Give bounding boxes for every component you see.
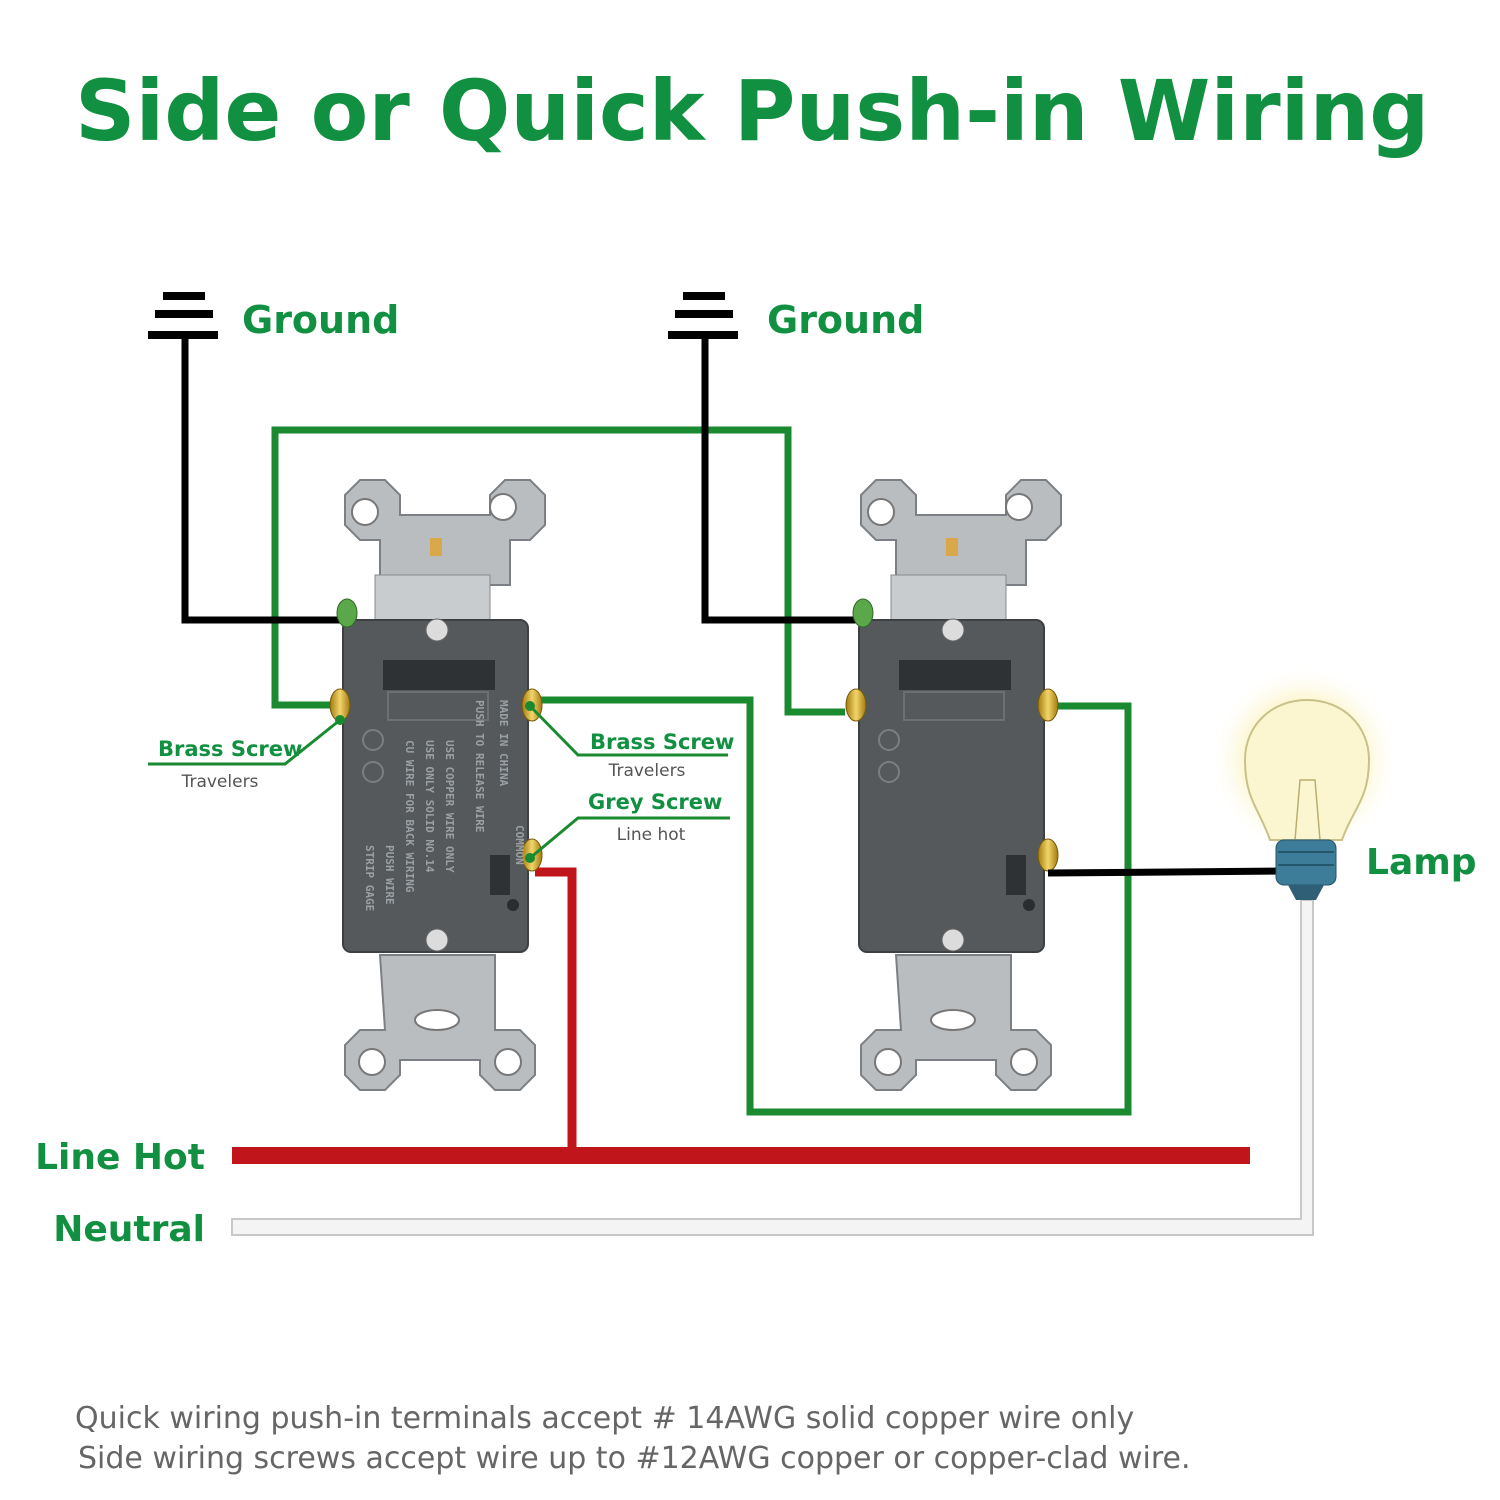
lamp-wire [1047,867,1286,877]
traveler-wire [535,696,1132,1116]
callout-grey-screw: Grey Screw Line hot [525,790,730,863]
footer-note: Side wiring screws accept wire up to #12… [78,1441,1191,1476]
ground-label: Ground [767,298,924,342]
imprint-line1: USE COPPER WIRE ONLY [443,740,456,873]
ground-symbol-icon [148,292,218,339]
imprint-push: PUSH WIRE [383,845,396,905]
traveler-wire [271,426,845,716]
callout-sub: Travelers [181,772,259,792]
callout-title: Brass Screw [158,737,302,761]
three-way-switch-2 [845,479,1062,1091]
callout-title: Grey Screw [588,790,722,814]
neutral-label: Neutral [53,1209,205,1250]
page-title: Side or Quick Push-in Wiring [75,62,1429,160]
line-hot-wire [535,867,577,1150]
three-way-switch-1 [329,479,546,1091]
lamp-bulb-icon [1210,665,1400,900]
ground-label: Ground [242,298,399,342]
lamp-label: Lamp [1366,842,1477,883]
imprint-common: COMMON [513,825,526,865]
line-hot-label: Line Hot [35,1137,205,1178]
ground-wire [181,339,350,624]
callout-left-brass-screw: Brass Screw Travelers [148,715,345,792]
switch-imprint: MADE IN CHINA PUSH TO RELEASE WIRE USE C… [363,700,526,911]
callout-sub: Travelers [608,761,686,781]
ground-symbol-icon [668,292,738,339]
imprint-line3: CU WIRE FOR BACK WIRING [403,740,416,893]
callout-title: Brass Screw [590,730,734,754]
callout-right-brass-screw: Brass Screw Travelers [525,701,734,781]
imprint-release: PUSH TO RELEASE WIRE [473,700,486,832]
imprint-line2: USE ONLY SOLID NO.14 [423,740,436,873]
callout-sub: Line hot [617,825,686,845]
line-hot-bus [232,1147,1250,1164]
imprint-made: MADE IN CHINA [497,700,510,786]
imprint-strip: STRIP GAGE [363,845,376,911]
ground-wire [701,339,868,624]
footer-note: Quick wiring push-in terminals accept # … [75,1401,1134,1436]
